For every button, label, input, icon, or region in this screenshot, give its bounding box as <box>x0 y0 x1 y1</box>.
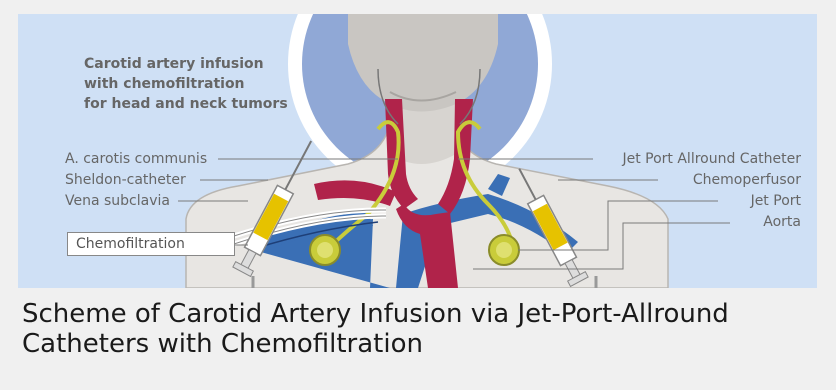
heading-line-3: for head and neck tumors <box>84 94 288 114</box>
label-jetport: Jet Port <box>751 193 801 209</box>
heading-line-2: with chemofiltration <box>84 74 288 94</box>
label-carotis: A. carotis communis <box>65 151 207 167</box>
chemofiltration-box: Chemofiltration <box>67 232 235 256</box>
jet-port-right-center <box>496 242 512 258</box>
label-vena-subclavia: Vena subclavia <box>65 193 170 209</box>
label-sheldon: Sheldon-catheter <box>65 172 186 188</box>
diagram-figure: Carotid artery infusion with chemofiltra… <box>18 14 817 288</box>
jet-port-left-center <box>317 242 333 258</box>
label-aorta: Aorta <box>763 214 801 230</box>
figure-caption: Scheme of Carotid Artery Infusion via Je… <box>22 299 812 359</box>
label-jetport-catheter: Jet Port Allround Catheter <box>622 151 801 167</box>
label-chemoperfusor: Chemoperfusor <box>693 172 801 188</box>
heading-line-1: Carotid artery infusion <box>84 54 288 74</box>
diagram-heading: Carotid artery infusion with chemofiltra… <box>84 54 288 114</box>
